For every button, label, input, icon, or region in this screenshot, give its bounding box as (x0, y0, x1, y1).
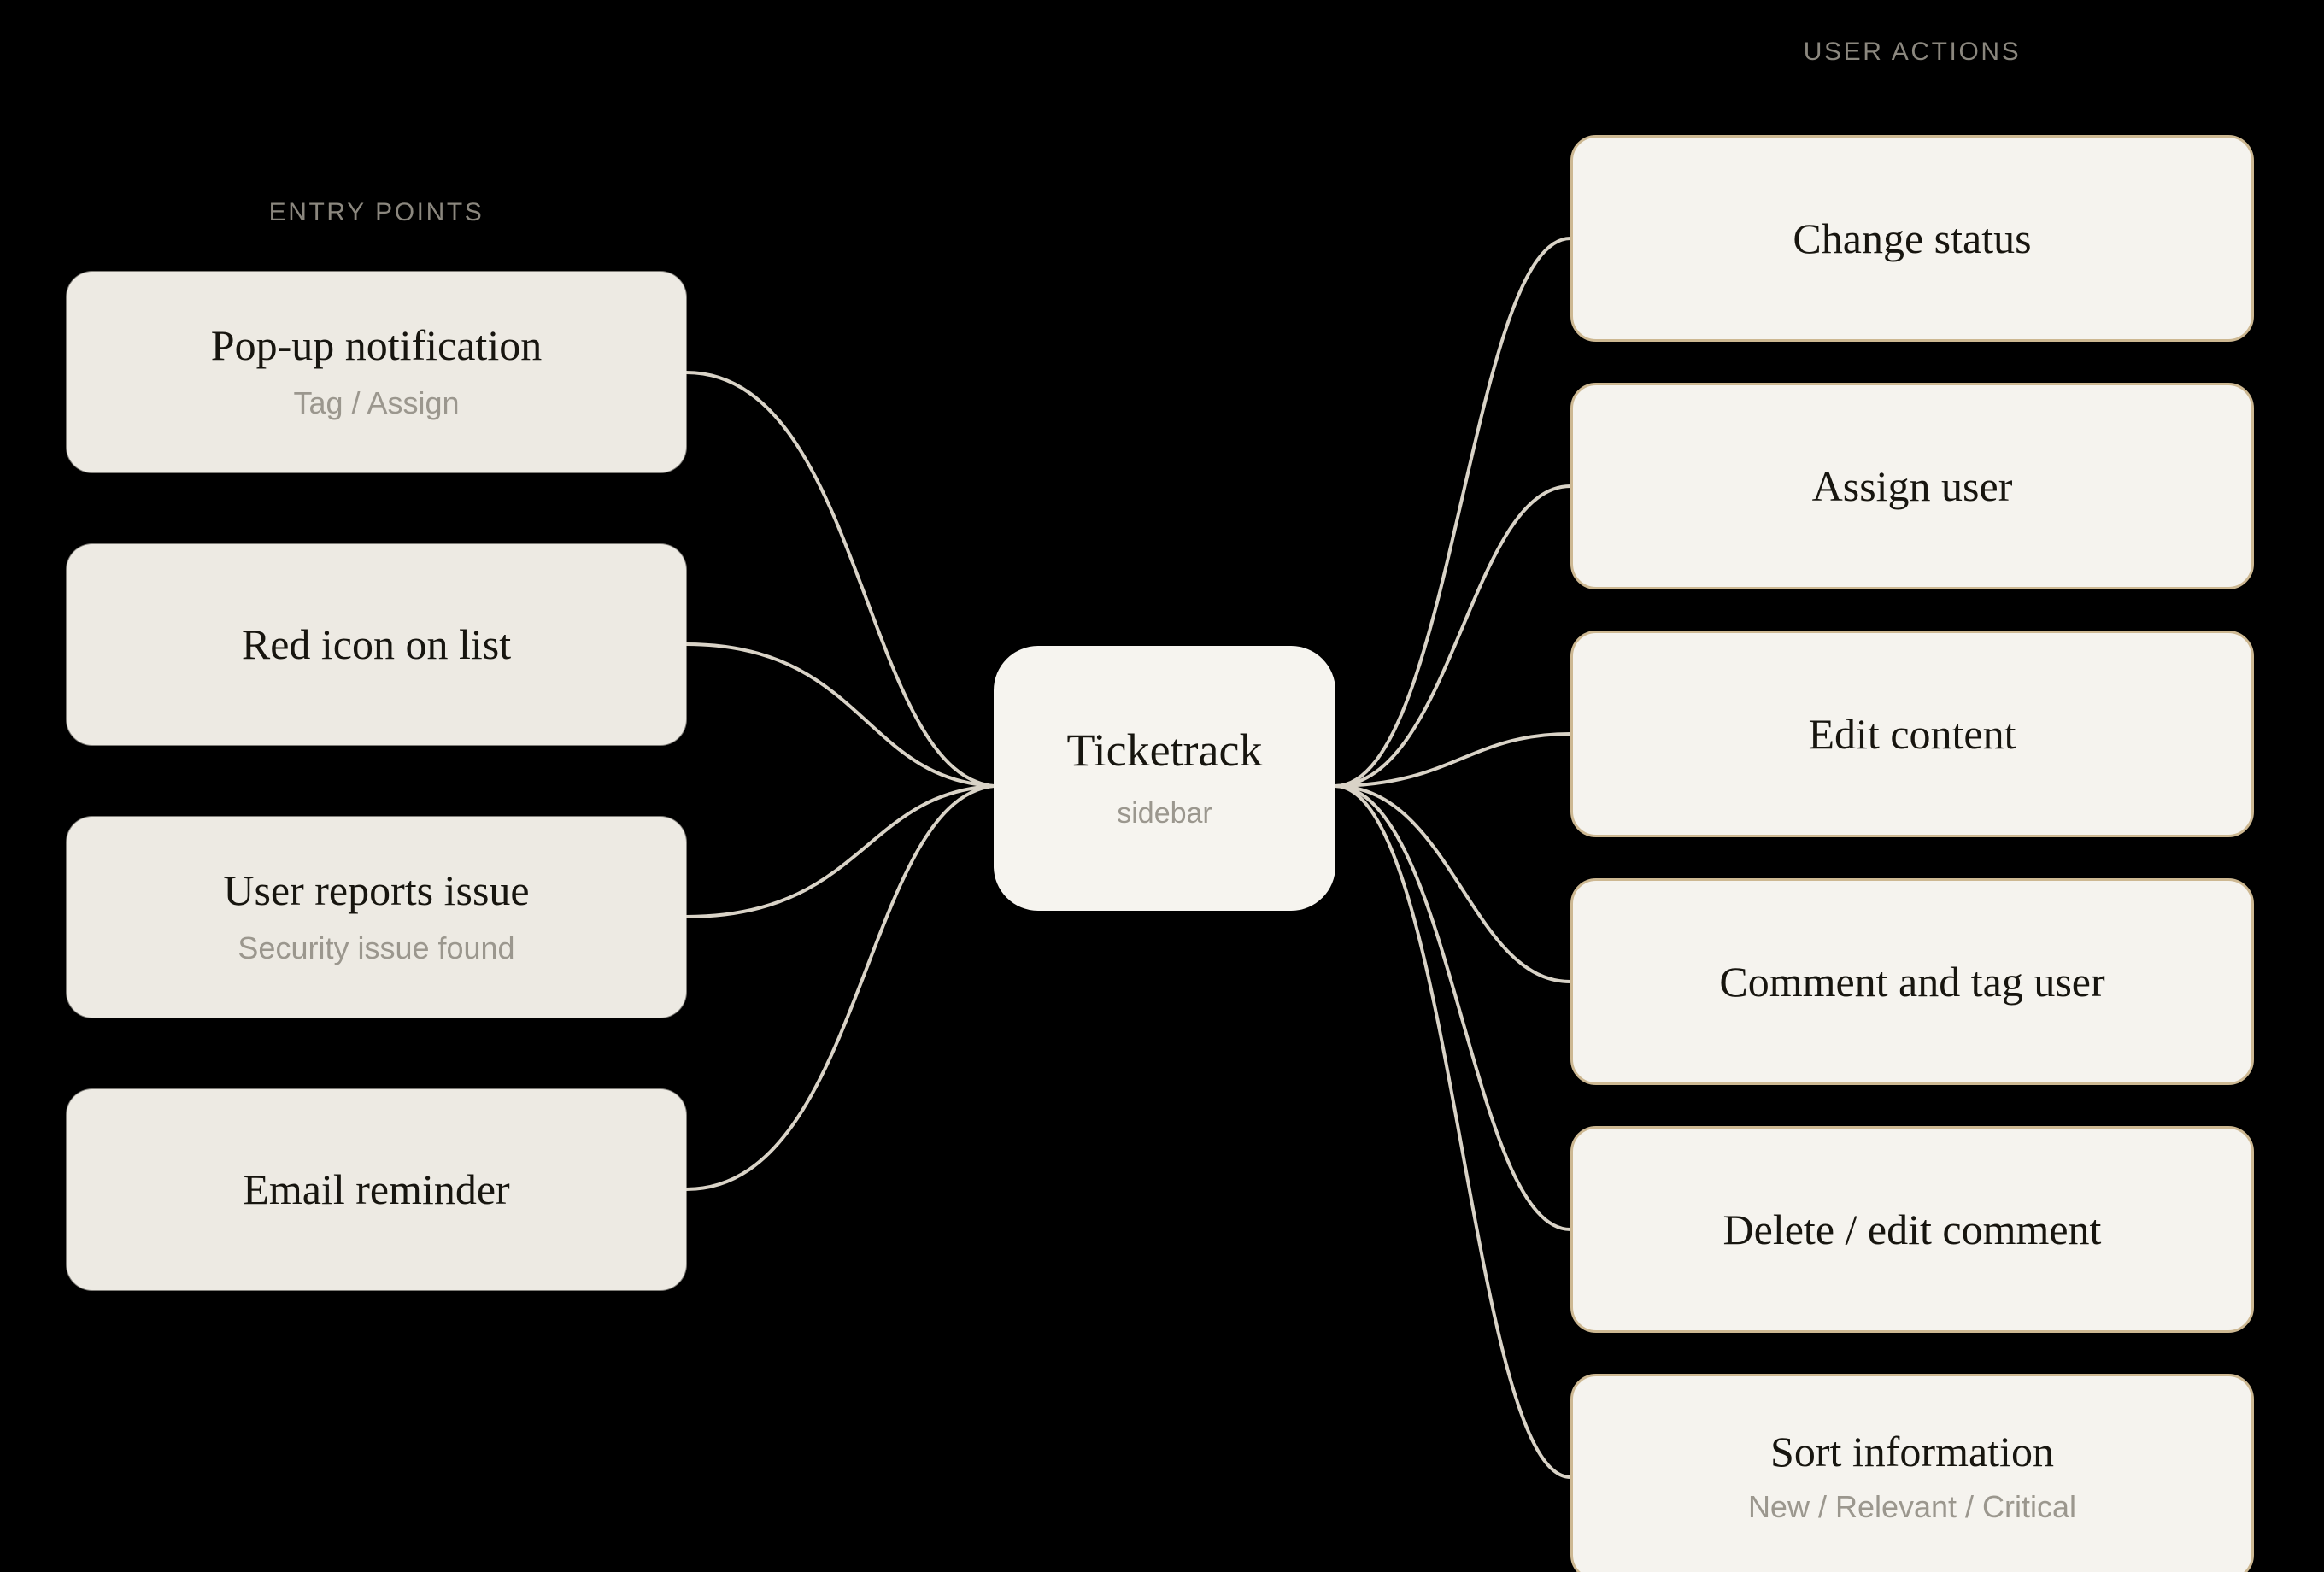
node-title: Red icon on list (241, 620, 512, 669)
node-subtitle: Security issue found (238, 930, 515, 965)
node-title: Email reminder (243, 1165, 510, 1214)
node-action-delete-edit-comment[interactable]: Delete / edit comment (1570, 1126, 2254, 1333)
edge-entry-3 (684, 784, 995, 1191)
node-title: Change status (1793, 214, 2032, 262)
edge-action-1 (1334, 484, 1572, 788)
edge-action-2 (1334, 732, 1572, 788)
node-action-edit-content[interactable]: Edit content (1570, 631, 2254, 837)
edge-action-3 (1334, 784, 1572, 983)
node-hub-ticketrack[interactable]: Ticketrack sidebar (994, 646, 1335, 911)
section-label-entry-points: ENTRY POINTS (268, 198, 484, 226)
hub-title: Ticketrack (1066, 724, 1263, 777)
node-action-change-status[interactable]: Change status (1570, 135, 2254, 342)
node-entry-user-reports-issue[interactable]: User reports issue Security issue found (67, 817, 686, 1018)
edge-entry-2 (684, 784, 995, 918)
node-subtitle: Tag / Assign (293, 384, 460, 420)
node-action-sort-information[interactable]: Sort information New / Relevant / Critic… (1570, 1374, 2254, 1572)
node-entry-email-reminder[interactable]: Email reminder (67, 1089, 686, 1290)
section-label-user-actions: USER ACTIONS (1803, 38, 2022, 66)
node-subtitle: New / Relevant / Critical (1747, 1489, 2077, 1525)
node-title: Comment and tag user (1719, 957, 2105, 1006)
edge-action-5 (1334, 784, 1572, 1479)
edge-action-0 (1334, 237, 1572, 788)
node-entry-pop-up-notification[interactable]: Pop-up notification Tag / Assign (67, 272, 686, 472)
node-title: Sort information (1770, 1427, 2054, 1475)
node-title: Pop-up notification (210, 321, 543, 370)
node-title: User reports issue (223, 866, 530, 915)
edge-entry-0 (684, 371, 995, 788)
node-action-comment-and-tag-user[interactable]: Comment and tag user (1570, 878, 2254, 1085)
edge-entry-1 (684, 642, 995, 788)
node-title: Assign user (1811, 461, 2013, 510)
node-title: Edit content (1808, 709, 2016, 758)
node-title: Delete / edit comment (1722, 1205, 2102, 1253)
edge-action-4 (1334, 784, 1572, 1231)
hub-subtitle: sidebar (1117, 796, 1212, 830)
node-action-assign-user[interactable]: Assign user (1570, 383, 2254, 590)
node-entry-red-icon-on-list[interactable]: Red icon on list (67, 544, 686, 745)
